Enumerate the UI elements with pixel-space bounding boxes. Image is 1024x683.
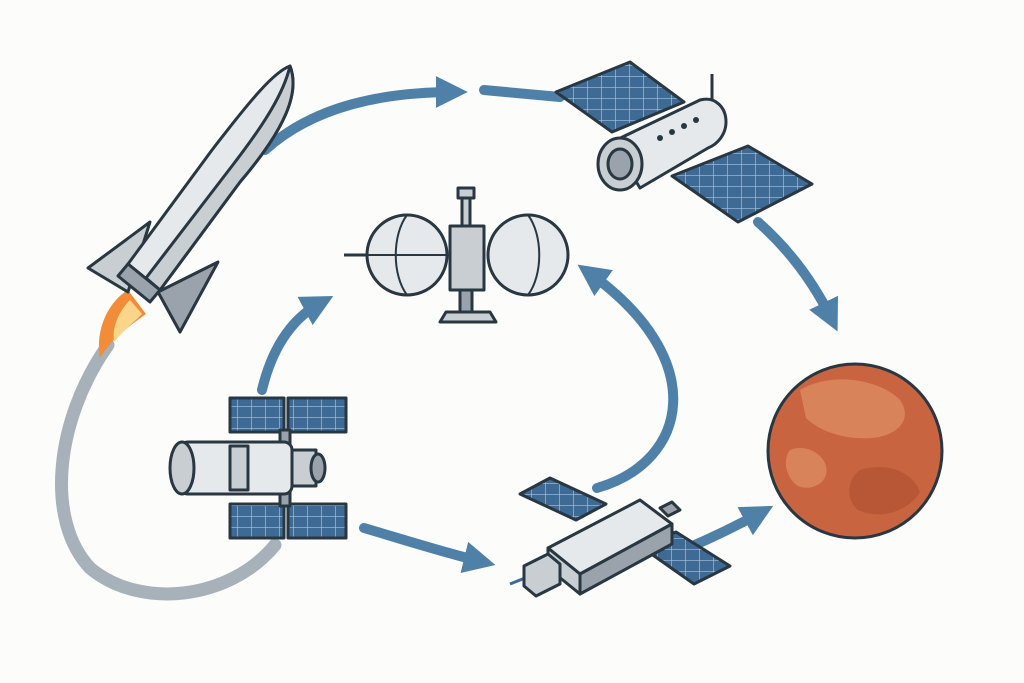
solar-array-bottom-right [286,502,348,540]
right-dish-seam [527,214,541,296]
flow-arrows [257,76,838,573]
solar-panel-lower [670,144,814,224]
module-ring [228,444,250,492]
planet-surface-patch [849,466,920,515]
left-dish-seam [367,214,447,296]
module-docking-port [309,452,327,484]
arrow-satellite-to-planet [753,217,838,332]
exhaust-trail [55,338,282,601]
space-station-icon [168,396,348,540]
arrow-station-to-probe [359,523,496,573]
planet-surface-patch [785,447,827,488]
communications-satellite-icon [344,186,570,324]
lower-mast [458,288,474,316]
probe-solar-panel-upper [518,476,608,522]
solar-array-top-left [228,396,286,434]
right-dish [486,213,570,297]
arrow-rocket-to-satellite [260,76,468,155]
solar-array-bottom-left [228,502,286,540]
rocket-flame-core [113,300,142,342]
mars-planet-icon [766,362,944,540]
arrow-station-to-commsat [257,295,334,395]
arrow-probe-to-commsat [577,264,679,493]
rocket-right-fin [156,260,220,334]
top-mast [460,196,472,228]
probe-front-nozzle [658,500,682,518]
probe-spacecraft-icon [509,476,732,598]
rocket-nozzle [116,262,162,304]
solar-panel-upper [554,60,686,134]
satellite-windows [657,117,699,141]
base-stand [438,310,498,324]
module-end-left [168,440,196,496]
rocket-icon [86,64,295,358]
satellite-end-port [606,147,634,181]
planet-surface-patch [800,379,905,439]
orbiting-satellite-icon [554,60,814,224]
arrow-dash-to-satellite [479,85,565,102]
solar-array-top-right [286,396,348,434]
probe-body-front [578,522,674,596]
probe-engine-block [522,552,562,598]
central-hub [448,224,486,292]
